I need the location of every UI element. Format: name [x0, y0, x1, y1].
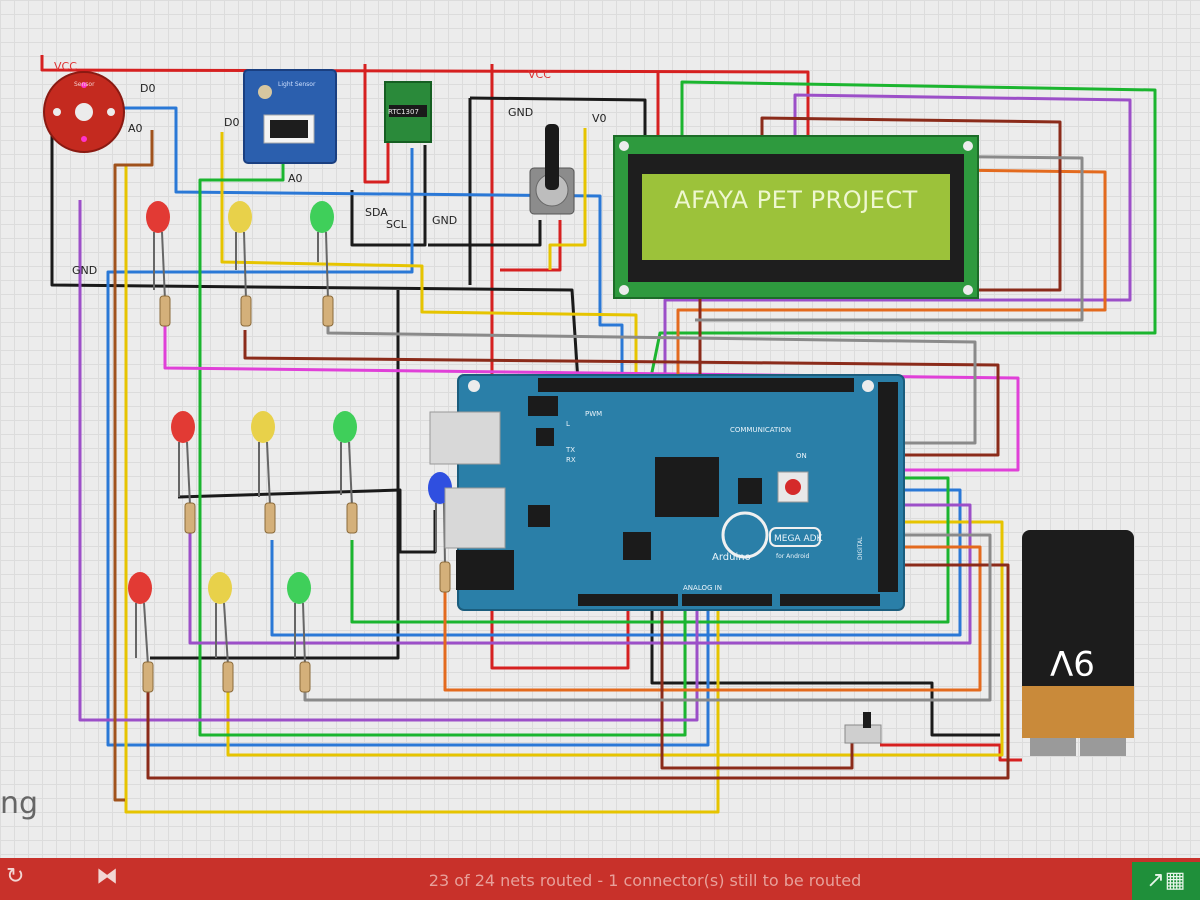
- wire-orange-led[interactable]: [443, 545, 982, 692]
- arduino-pwm: PWM: [585, 410, 602, 418]
- wire-brown-lcd[interactable]: [698, 116, 1062, 382]
- rtc-module[interactable]: [384, 81, 432, 143]
- label-a0-mic: A0: [128, 122, 143, 135]
- battery-label: 9V: [1050, 642, 1095, 682]
- wire-gnd-pot[interactable]: [428, 220, 542, 247]
- wire-gnd-leds[interactable]: [177, 488, 437, 554]
- flip-icon[interactable]: ⧓: [96, 864, 118, 889]
- wire-brown-right[interactable]: [243, 330, 1000, 457]
- wire-brown-mic[interactable]: [113, 130, 154, 802]
- label-scl: SCL: [386, 218, 408, 231]
- led-yellow-1: [228, 201, 252, 301]
- wire-purple-lcd[interactable]: [663, 93, 1132, 382]
- label-a0-light: A0: [288, 172, 303, 185]
- wire-brown-switch[interactable]: [660, 600, 854, 770]
- label-gnd-rtc: GND: [432, 214, 457, 227]
- sound-sensor-label: Sensor: [74, 81, 95, 88]
- arduino-mega-board[interactable]: [429, 374, 905, 611]
- resistors[interactable]: [142, 295, 451, 693]
- label-gnd-top: GND: [508, 106, 533, 119]
- arduino-led-on: ON: [796, 452, 807, 460]
- potentiometer[interactable]: [529, 124, 575, 215]
- wire-blue-scl[interactable]: [106, 148, 710, 747]
- export-icon[interactable]: ↗▦: [1132, 862, 1200, 900]
- wire-gnd-bus[interactable]: [150, 290, 400, 660]
- status-bar: [0, 858, 1200, 900]
- wire-gnd-battery[interactable]: [650, 600, 1000, 737]
- label-gnd-left: GND: [72, 264, 97, 277]
- wire-blue-led[interactable]: [270, 488, 962, 637]
- wire-yellow-led[interactable]: [226, 520, 1004, 757]
- lcd-text: AFAYA PET PROJECT: [674, 186, 918, 214]
- light-sensor-label: Light Sensor: [278, 81, 316, 88]
- led-green-2: [333, 411, 357, 506]
- arduino-model: MEGA ADK: [774, 534, 824, 544]
- wire-vcc-rtc[interactable]: [363, 64, 390, 184]
- partial-side-text: ng: [0, 786, 39, 821]
- wire-yellow-v0[interactable]: [548, 128, 587, 270]
- wire-green-led[interactable]: [350, 476, 950, 624]
- led-yellow-3: [208, 572, 232, 666]
- arduino-led-tx: TX: [565, 446, 575, 454]
- label-v0: V0: [592, 112, 607, 125]
- wire-vcc-top[interactable]: [40, 55, 810, 140]
- arduino-led-l: L: [566, 420, 570, 428]
- wire-purple-led[interactable]: [188, 503, 972, 645]
- arduino-communication: COMMUNICATION: [730, 426, 791, 434]
- wire-yellow-analog[interactable]: [124, 165, 720, 814]
- led-red-2: [171, 411, 195, 506]
- slide-switch[interactable]: [844, 712, 882, 744]
- wire-gnd-lcd[interactable]: [469, 96, 647, 140]
- wire-battery-red[interactable]: [880, 743, 1022, 762]
- label-d0-mic: D0: [140, 82, 155, 95]
- wire-green-light[interactable]: [198, 140, 687, 737]
- arduino-analog: ANALOG IN: [683, 584, 722, 592]
- label-vcc-top: VCC: [528, 68, 551, 81]
- lcd-display[interactable]: [613, 135, 979, 299]
- leds[interactable]: [128, 201, 452, 666]
- wire-grey-led[interactable]: [326, 320, 977, 445]
- label-vcc-left: VCC: [54, 60, 77, 73]
- rtc-label: RTC1307: [388, 108, 419, 116]
- wire-vcc-pot[interactable]: [500, 220, 562, 272]
- led-red-3: [128, 572, 152, 666]
- wire-purple-left[interactable]: [78, 200, 699, 722]
- arduino-sub: for Android: [776, 553, 810, 560]
- rotate-icon[interactable]: ↻: [6, 864, 25, 889]
- arduino-digital: DIGITAL: [857, 536, 864, 560]
- led-green-3: [287, 572, 311, 666]
- sound-sensor[interactable]: [43, 71, 125, 153]
- wire-yellow-light[interactable]: [220, 132, 638, 382]
- label-d0-light: D0: [224, 116, 239, 129]
- schematic-diagram[interactable]: Sensor Light Sensor RTC1307: [0, 0, 1200, 858]
- wire-pink[interactable]: [163, 320, 1020, 472]
- wire-grey-bottom[interactable]: [303, 533, 992, 702]
- arduino-brand: Arduino: [712, 552, 751, 563]
- label-sda: SDA: [365, 206, 388, 219]
- wire-blue-mic[interactable]: [112, 106, 624, 382]
- led-green-1: [310, 201, 334, 301]
- wire-brown-bottom[interactable]: [146, 563, 1010, 780]
- battery-9v[interactable]: [1022, 530, 1134, 756]
- led-yellow-2: [251, 411, 275, 506]
- routing-status: 23 of 24 nets routed - 1 connector(s) st…: [428, 871, 862, 890]
- wire-green-lcd[interactable]: [648, 80, 1157, 383]
- light-sensor[interactable]: [243, 69, 337, 164]
- led-red-1: [146, 201, 170, 301]
- arduino-led-rx: RX: [566, 456, 576, 464]
